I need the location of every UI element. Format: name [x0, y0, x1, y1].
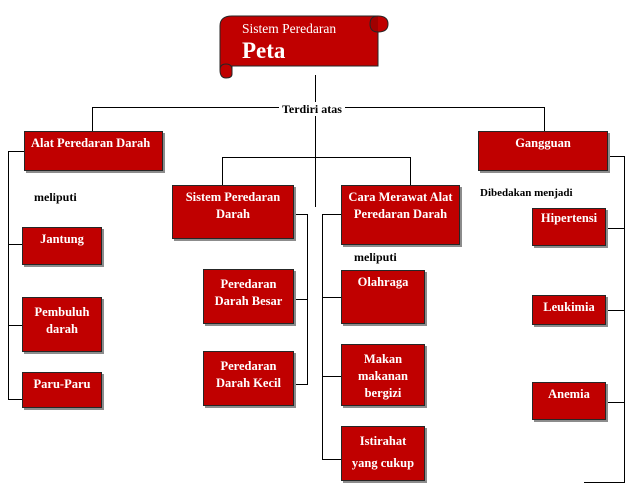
connector-line [608, 402, 625, 403]
label-terdiri-atas: Terdiri atas [279, 102, 345, 116]
connector-line [322, 376, 342, 377]
connector-line [410, 157, 411, 185]
connector-line [315, 75, 316, 207]
title-main: Peta [242, 38, 286, 63]
node-leukimia: Leukimia [532, 295, 606, 325]
connector-line [294, 384, 308, 385]
connector-line [8, 325, 22, 326]
node-paru-paru: Paru-Paru [22, 372, 102, 408]
connector-line [322, 214, 342, 215]
connector-line [294, 214, 308, 215]
connector-line [608, 310, 625, 311]
node-sistem-peredaran-darah: Sistem Peredaran Darah [172, 185, 294, 239]
node-anemia: Anemia [532, 382, 606, 420]
connector-line [8, 151, 9, 400]
connector-line [322, 297, 342, 298]
connector-line [92, 107, 93, 131]
title-subtitle: Sistem Peredaran [242, 21, 337, 36]
node-alat-peredaran-darah: Alat Peredaran Darah [24, 131, 163, 171]
connector-line [8, 244, 22, 245]
connector-line [584, 482, 625, 483]
connector-line [8, 151, 24, 152]
node-peredaran-darah-besar: Peredaran Darah Besar [203, 269, 294, 324]
connector-line [322, 214, 323, 460]
connector-line [294, 299, 308, 300]
connector-line [544, 107, 545, 131]
connector-line [8, 399, 22, 400]
label-meliputi-cara: meliputi [354, 250, 397, 264]
label-dibedakan-menjadi: Dibedakan menjadi [480, 186, 573, 200]
title-scroll-shape [219, 15, 389, 79]
connector-line [322, 459, 342, 460]
connector-line [608, 228, 625, 229]
node-gangguan: Gangguan [478, 131, 608, 171]
connector-line [222, 157, 223, 185]
node-hipertensi: Hipertensi [532, 208, 606, 246]
label-meliputi-alat: meliputi [34, 190, 77, 204]
node-istirahat-yang-cukup: Istirahat yang cukup [341, 426, 425, 481]
node-makan-makanan-bergizi: Makan makanan bergizi [341, 344, 425, 406]
node-jantung: Jantung [22, 227, 102, 265]
node-olahraga: Olahraga [341, 270, 425, 324]
connector-line [222, 157, 411, 158]
connector-line [608, 156, 625, 157]
connector-line [624, 156, 625, 483]
node-pembuluh-darah: Pembuluh darah [22, 297, 102, 352]
node-peredaran-darah-kecil: Peredaran Darah Kecil [203, 351, 294, 406]
node-cara-merawat: Cara Merawat Alat Peredaran Darah [341, 185, 460, 245]
